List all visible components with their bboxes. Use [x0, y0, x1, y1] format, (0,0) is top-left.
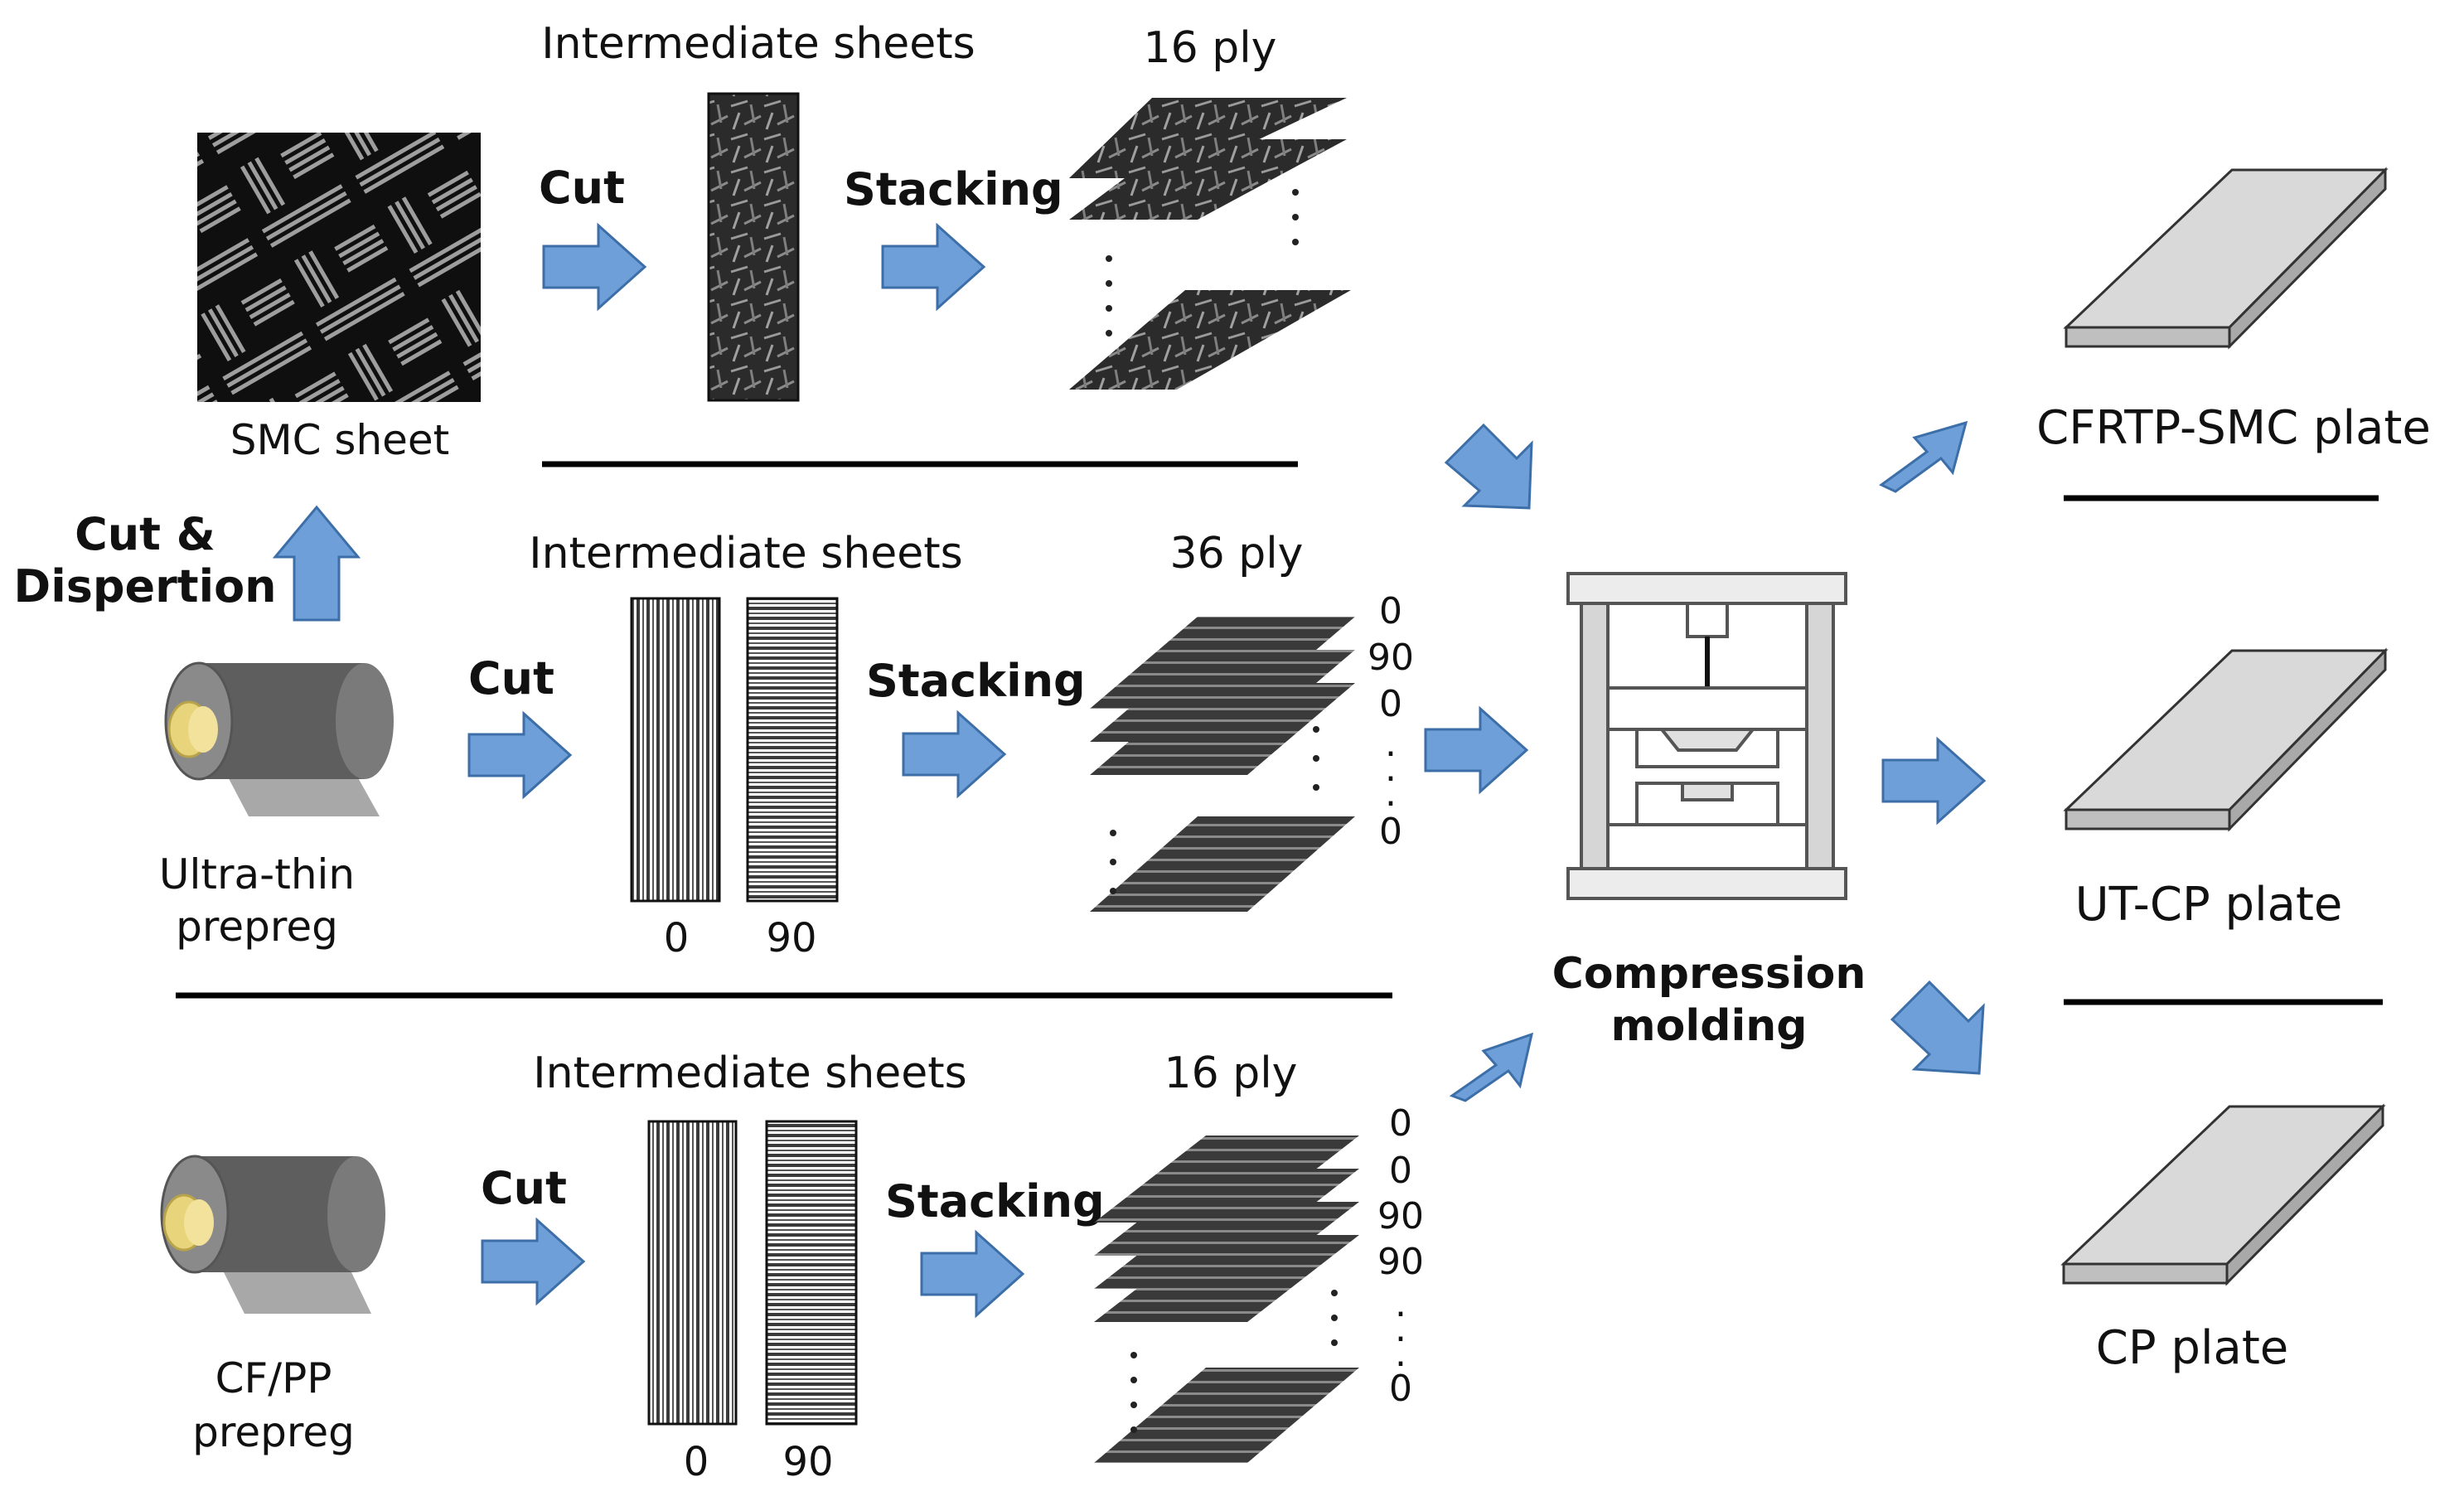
- cp-plate: [2060, 1103, 2386, 1286]
- cfrtp-smc-plate: [2063, 167, 2389, 350]
- ut-sheet-90deg: [746, 597, 839, 903]
- cp-sheet-90deg: [765, 1120, 858, 1426]
- cp-to-press-arrow: [1449, 1032, 1534, 1102]
- ultra-thin-label-1: Ultra-thin: [159, 850, 355, 898]
- cfpp-label-2: prepreg: [192, 1408, 355, 1456]
- smc-sheet-image: [197, 133, 481, 402]
- cp-sheet-0deg: [647, 1120, 738, 1426]
- cp-stack-angle: 0: [1389, 1368, 1412, 1410]
- cfpp-prepreg-roll: [160, 1155, 385, 1314]
- ut-stack-angle: .: [1385, 748, 1397, 790]
- output-arrow-cp: [1890, 980, 1985, 1075]
- press-label-2: molding: [1610, 1001, 1807, 1051]
- smc-intermediate-sheet: [707, 92, 800, 402]
- smc-cut-arrow: [542, 222, 647, 312]
- smc-intermediate-title: Intermediate sheets: [541, 19, 975, 69]
- smc-stacking-arrow: [881, 222, 986, 312]
- ut-stack-angle: 90: [1368, 637, 1414, 679]
- output-label-ut: UT-CP plate: [2075, 878, 2343, 932]
- ut-intermediate-title: Intermediate sheets: [529, 529, 963, 579]
- ut-stack-angle: 0: [1379, 590, 1402, 632]
- smc-ply-stack: [1069, 98, 1351, 390]
- ut-stack-angle: .: [1385, 772, 1397, 815]
- press-label-1: Compression: [1552, 949, 1866, 999]
- cp-ply-count: 16 ply: [1164, 1048, 1298, 1098]
- cp-cut-arrow: [481, 1217, 586, 1306]
- cp-ply-stack: [1094, 1136, 1359, 1463]
- smc-stacking-label: Stacking: [844, 163, 1063, 215]
- smc-ply-count: 16 ply: [1144, 23, 1277, 73]
- output-label-smc: CFRTP-SMC plate: [2036, 401, 2431, 455]
- ut-stack-angle: 0: [1379, 683, 1402, 725]
- cp-intermediate-title: Intermediate sheets: [533, 1048, 967, 1098]
- ultra-thin-label-2: prepreg: [176, 903, 338, 951]
- ut-sheet-0deg: [630, 597, 721, 903]
- ut-stacking-label: Stacking: [866, 655, 1086, 707]
- ut-stack-angle: 0: [1379, 811, 1402, 853]
- ut-stack-angle-labels: 0 90 0 . . . 0: [1368, 590, 1414, 853]
- cp-stacking-arrow: [920, 1229, 1025, 1319]
- cut-dispersion-label-1: Cut &: [75, 508, 215, 560]
- output-arrow-smc: [1879, 420, 1968, 493]
- cp-stacking-label: Stacking: [885, 1175, 1105, 1228]
- cut-dispersion-label-2: Dispertion: [13, 560, 276, 613]
- cut-dispersion-arrow: [272, 505, 361, 622]
- ut-stacking-arrow: [902, 709, 1007, 799]
- compression-press: [1566, 572, 1847, 900]
- cp-stack-angle: 0: [1389, 1102, 1412, 1145]
- ut-sheet-angle-0: 0: [664, 915, 690, 961]
- smc-sheet-label: SMC sheet: [230, 416, 450, 464]
- smc-to-press-arrow: [1444, 423, 1533, 510]
- cp-stack-angle-labels: 0 0 90 90 . . . 0: [1377, 1102, 1424, 1410]
- cp-stack-angle: .: [1395, 1333, 1406, 1375]
- ultra-thin-prepreg-roll: [164, 661, 394, 816]
- ut-ply-count: 36 ply: [1170, 529, 1304, 579]
- ut-to-press-arrow: [1424, 705, 1529, 795]
- cfpp-label-1: CF/PP: [215, 1354, 332, 1402]
- cp-stack-angle: .: [1395, 1283, 1406, 1325]
- cp-sheet-angle-0: 0: [684, 1439, 709, 1485]
- cp-stack-angle: 90: [1377, 1195, 1424, 1237]
- ut-stack-angle: .: [1385, 723, 1397, 765]
- cp-stack-angle: .: [1395, 1308, 1406, 1350]
- ut-cut-label: Cut: [468, 652, 554, 705]
- ut-ply-stack: [1090, 617, 1355, 912]
- smc-cut-label: Cut: [539, 162, 625, 214]
- ut-cut-arrow: [467, 710, 573, 800]
- ut-cp-plate: [2063, 647, 2389, 832]
- cp-stack-angle: 0: [1389, 1150, 1412, 1192]
- output-label-cp: CP plate: [2096, 1321, 2289, 1375]
- cp-sheet-angle-90: 90: [782, 1439, 833, 1485]
- cp-stack-angle: 90: [1377, 1241, 1424, 1283]
- output-arrow-ut: [1881, 736, 1987, 826]
- cp-cut-label: Cut: [481, 1162, 567, 1214]
- ut-sheet-angle-90: 90: [766, 915, 816, 961]
